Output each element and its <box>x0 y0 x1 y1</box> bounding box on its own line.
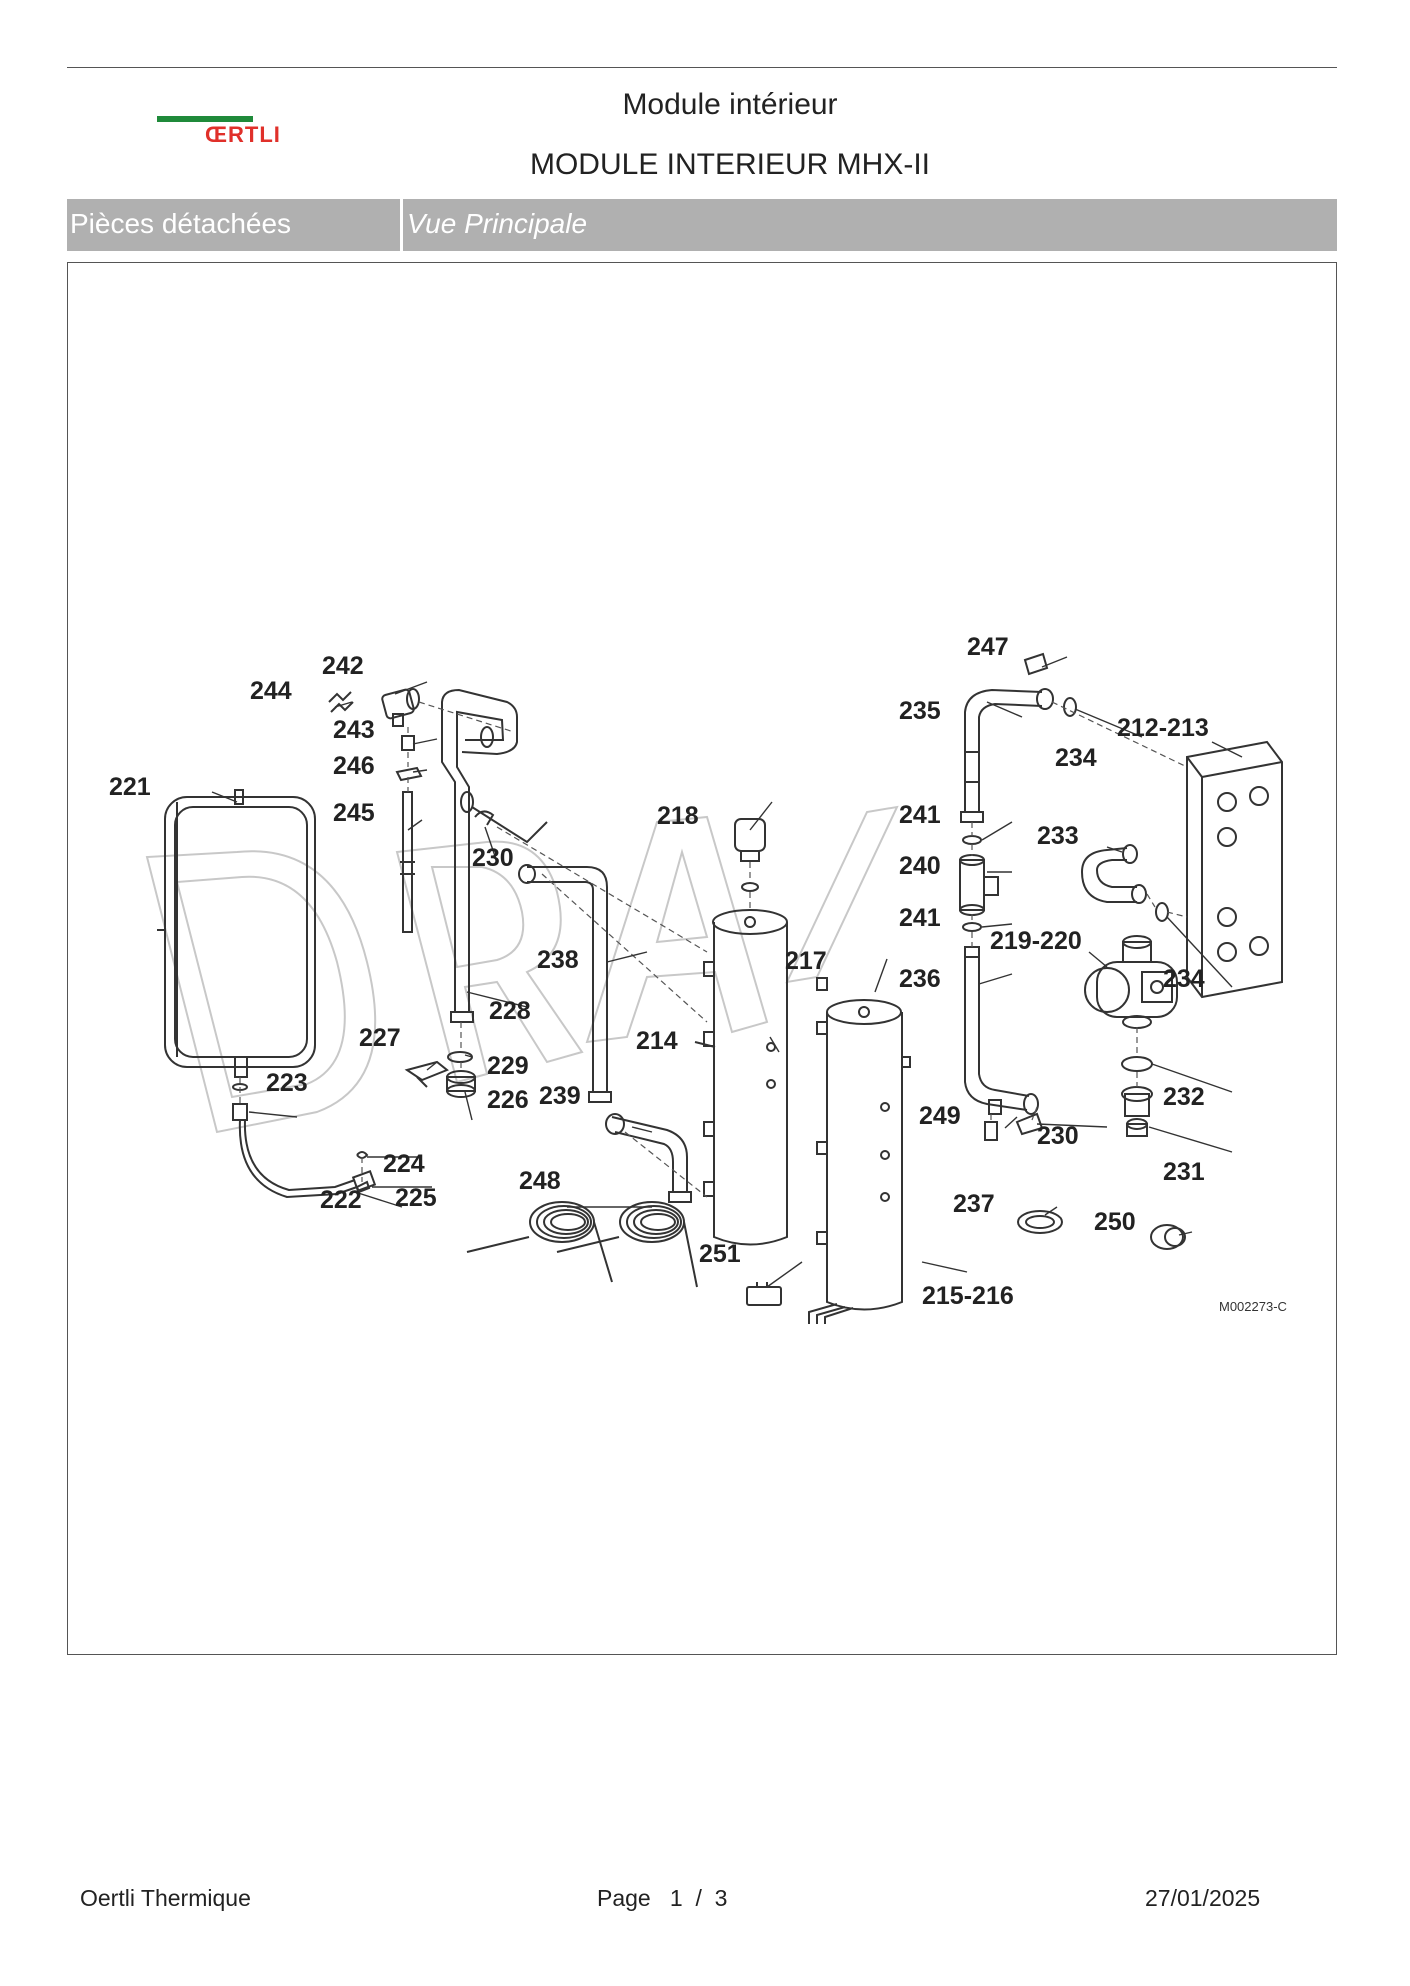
label-250: 250 <box>1094 1208 1136 1236</box>
label-233: 233 <box>1037 822 1079 850</box>
pipe-235 <box>960 688 1054 823</box>
clip-230-right <box>1015 1112 1044 1136</box>
label-244: 244 <box>250 677 292 705</box>
label-228: 228 <box>489 997 531 1025</box>
label-246: 246 <box>333 752 375 780</box>
label-225: 225 <box>395 1184 437 1212</box>
fitting-243 <box>401 735 415 751</box>
label-212-213: 212-213 <box>1117 714 1209 742</box>
clip-247 <box>1023 652 1049 676</box>
page-subtitle: MODULE INTERIEUR MHX-II <box>529 148 931 181</box>
footer-company: Oertli Thermique <box>80 1885 251 1911</box>
label-224: 224 <box>383 1150 425 1178</box>
label-241-bottom: 241 <box>899 904 941 932</box>
pipe-238 <box>518 864 612 1103</box>
sensor-rod-245 <box>400 791 415 933</box>
nut-226 <box>446 1070 476 1098</box>
circulator-pump-219-220 <box>1084 935 1178 1029</box>
cylinder-214 <box>694 909 788 1246</box>
cylinder-215-216 <box>808 999 911 1324</box>
clip-224 <box>356 1151 369 1159</box>
fitting-249 <box>984 1121 998 1141</box>
label-241-top: 241 <box>899 801 941 829</box>
label-229: 229 <box>487 1052 529 1080</box>
label-214: 214 <box>636 1027 678 1055</box>
seal-234-bottom <box>1155 902 1169 922</box>
footer-page-number: Page 1 / 3 <box>597 1885 728 1911</box>
tab-main-view[interactable]: Vue Principale <box>407 208 588 239</box>
label-215-216: 215-216 <box>922 1282 1014 1310</box>
header-rule <box>67 67 1337 68</box>
tab-separator <box>400 199 403 251</box>
label-219-220: 219-220 <box>990 927 1082 955</box>
footer-date: 27/01/2025 <box>1145 1885 1261 1911</box>
clip-227 <box>404 1060 449 1088</box>
page-title: Module intérieur <box>622 88 838 121</box>
clip-244 <box>328 691 354 713</box>
logo-wordmark: ŒRTLI <box>205 122 281 147</box>
valve-body-240 <box>959 854 999 916</box>
diagram-frame <box>67 262 1337 1655</box>
o-ring-241-bottom <box>962 922 982 932</box>
label-245: 245 <box>333 799 375 827</box>
label-230-right: 230 <box>1037 1122 1079 1150</box>
tab-spare-parts[interactable]: Pièces détachées <box>70 208 292 239</box>
o-ring-229 <box>447 1051 473 1063</box>
pipe-239 <box>605 1113 692 1203</box>
draft-watermark <box>145 805 899 1134</box>
label-251: 251 <box>699 1240 741 1268</box>
seal-234-top <box>1063 697 1077 717</box>
plug-250 <box>1150 1224 1186 1250</box>
clip-225 <box>355 1180 371 1194</box>
leader-lines <box>211 656 1243 1288</box>
label-237: 237 <box>953 1190 995 1218</box>
label-243: 243 <box>333 716 375 744</box>
label-239: 239 <box>539 1082 581 1110</box>
clip-230-left <box>474 810 495 826</box>
valve-242 <box>381 688 420 727</box>
label-231: 231 <box>1163 1158 1205 1186</box>
label-221: 221 <box>109 773 151 801</box>
label-240: 240 <box>899 852 941 880</box>
label-218: 218 <box>657 802 699 830</box>
label-235: 235 <box>899 697 941 725</box>
drawing-code: M002273-C <box>1219 1299 1287 1314</box>
label-234-bottom: 234 <box>1163 965 1205 993</box>
label-232: 232 <box>1163 1083 1205 1111</box>
seal-237 <box>1017 1210 1063 1234</box>
assembly-lines <box>239 701 1188 1198</box>
pipe-236 <box>964 946 1039 1115</box>
logo-green-bar <box>157 116 253 122</box>
label-222: 222 <box>320 1186 362 1214</box>
pipe-233 <box>1080 844 1147 904</box>
label-230-left: 230 <box>472 844 514 872</box>
label-247: 247 <box>967 633 1009 661</box>
flexible-hose-222 <box>232 1083 377 1199</box>
expansion-vessel-221 <box>157 789 316 1078</box>
label-223: 223 <box>266 1069 308 1097</box>
plate-exchanger-212-213 <box>1186 740 1283 999</box>
label-249: 249 <box>919 1102 961 1130</box>
label-242: 242 <box>322 652 364 680</box>
heating-coils-248 <box>466 1201 698 1288</box>
label-234-top: 234 <box>1055 744 1097 772</box>
label-217: 217 <box>785 947 827 975</box>
air-vent-218 <box>734 818 766 892</box>
label-238: 238 <box>537 946 579 974</box>
o-ring-241-top <box>962 835 982 845</box>
section-bar: Pièces détachées Vue Principale <box>67 199 1337 251</box>
oertli-logo: ŒRTLI <box>157 112 307 152</box>
connector-251 <box>746 1282 782 1306</box>
label-248: 248 <box>519 1167 561 1195</box>
label-236: 236 <box>899 965 941 993</box>
exploded-view-diagram: 221 244 242 243 246 245 230 238 228 227 … <box>67 262 1337 1655</box>
clip-246 <box>395 766 423 782</box>
fitting-217 <box>816 977 828 991</box>
label-226: 226 <box>487 1086 529 1114</box>
seal-232 <box>1121 1056 1153 1072</box>
label-227: 227 <box>359 1024 401 1052</box>
union-231 <box>1121 1086 1153 1137</box>
